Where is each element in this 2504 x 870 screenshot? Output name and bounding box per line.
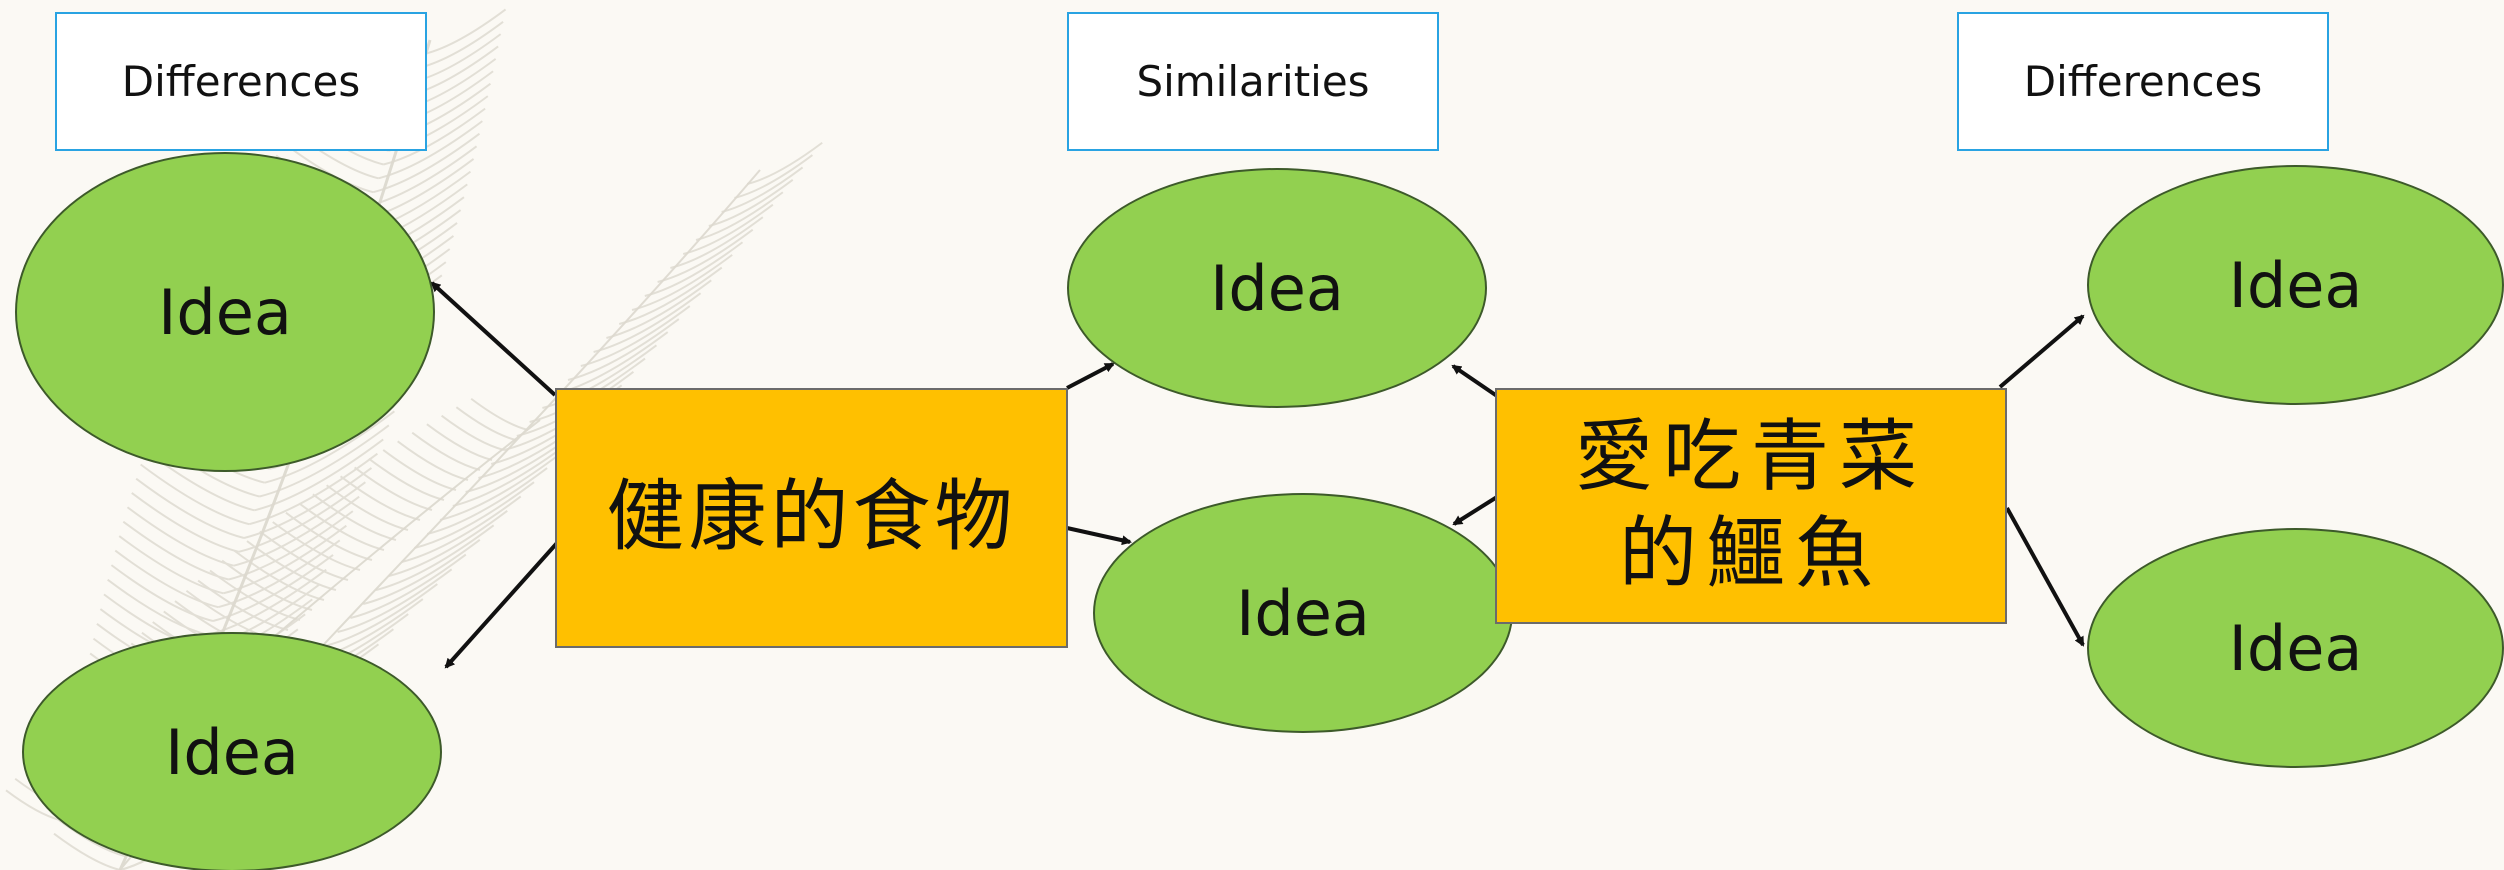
topic-box-right: 愛吃青菜 的鱷魚 [1495,388,2007,624]
idea-left-bottom-text: Idea [165,715,299,789]
arrow-topic2-to-right-top-idea [1998,314,2085,389]
arrow-topic1-to-left-bottom-idea [444,541,559,669]
arrow-topic1-to-center-top-idea [1066,362,1115,390]
idea-right-top: Idea [2087,165,2504,405]
differences-label-right: Differences [1957,12,2329,151]
idea-center-bottom: Idea [1093,493,1513,733]
arrow-topic2-to-center-bottom-idea [1452,495,1499,526]
similarities-label: Similarities [1067,12,1439,151]
topic-box-left: 健康的食物 [555,388,1068,648]
idea-left-top: Idea [15,152,435,472]
idea-right-bottom-text: Idea [2228,611,2363,685]
differences-label-right-text: Differences [2023,57,2263,106]
arrow-topic2-to-center-top-idea [1451,364,1499,398]
differences-label-left-text: Differences [121,57,361,106]
topic-right-text-line1: 愛吃青菜 [1574,411,1927,502]
idea-left-top-text: Idea [158,275,292,349]
idea-center-bottom-text: Idea [1236,576,1370,650]
idea-center-top-text: Idea [1210,251,1344,325]
arrow-topic2-to-right-bottom-idea [2005,507,2085,647]
arrow-topic1-to-center-bottom-idea [1066,526,1132,546]
topic-right-text-line2: 的鱷魚 [1618,509,1883,599]
idea-center-top: Idea [1067,168,1487,408]
idea-right-top-text: Idea [2228,248,2363,322]
topic-left-text: 健康的食物 [606,472,1017,563]
similarities-label-text: Similarities [1136,57,1370,106]
idea-left-bottom: Idea [22,632,442,870]
differences-label-left: Differences [55,12,427,151]
idea-right-bottom: Idea [2087,528,2504,768]
arrow-topic1-to-left-top-idea [430,281,557,397]
